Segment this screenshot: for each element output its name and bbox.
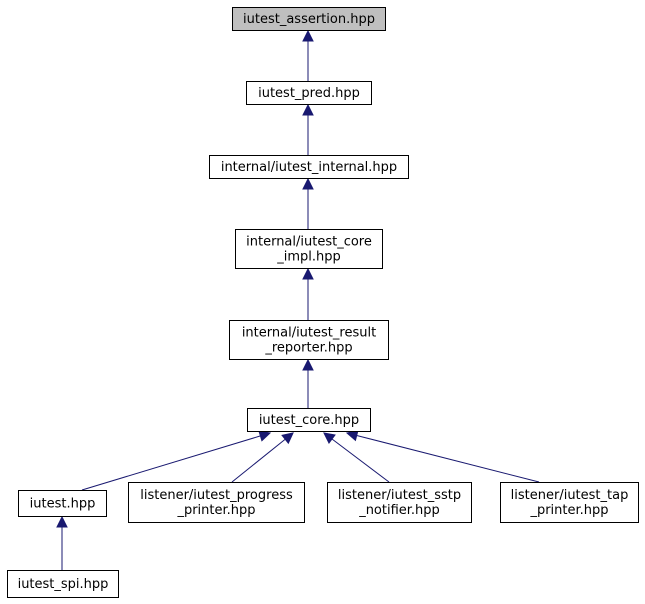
arrowhead-icon — [323, 432, 336, 444]
edge-iutest_sstp_notifier-to-iutest_core — [323, 432, 390, 483]
node-box — [247, 408, 371, 432]
node-box — [18, 490, 107, 517]
arrowhead-icon — [281, 432, 294, 445]
node-iutest-spi[interactable]: iutest_spi.hpp — [7, 570, 119, 598]
node-label: _reporter.hpp — [264, 341, 352, 356]
arrowhead-icon — [302, 267, 314, 280]
node-label: iutest_assertion.hpp — [243, 12, 375, 27]
node-iutest-progress-printer[interactable]: listener/iutest_progress_printer.hpp — [128, 482, 305, 523]
node-iutest-assertion[interactable]: iutest_assertion.hpp — [232, 7, 386, 31]
node-label: _printer.hpp — [529, 503, 608, 518]
arrowhead-icon — [302, 358, 314, 371]
node-label: iutest_pred.hpp — [258, 86, 360, 101]
nodes-layer: iutest_assertion.hpp iutest_pred.hppinter… — [7, 7, 639, 598]
edge-iutest_tap_printer-to-iutest_core — [345, 429, 540, 483]
edge-iutest_spi-to-iutest — [56, 515, 68, 570]
node-label: iutest.hpp — [30, 497, 96, 512]
edge-iutest_internal-to-iutest_pred — [302, 103, 314, 155]
arrowhead-icon — [258, 430, 272, 442]
node-box — [500, 482, 639, 523]
node-label: iutest_spi.hpp — [18, 577, 109, 592]
edge-line — [231, 438, 286, 483]
node-box — [209, 155, 409, 179]
node-label: listener/iutest_sstp — [338, 488, 461, 503]
node-iutest-internal[interactable]: internal/iutest_internal.hpp — [209, 155, 409, 179]
node-label: listener/iutest_tap — [511, 488, 629, 503]
node-label: listener/iutest_progress — [140, 488, 293, 503]
node-box — [327, 482, 472, 523]
arrowhead-icon — [302, 103, 314, 116]
node-label: internal/iutest_result — [242, 326, 376, 341]
edges-layer — [56, 29, 540, 570]
edge-iutest_progress_printer-to-iutest_core — [231, 432, 294, 483]
edge-iutest_core-to-iutest_result_reporter — [302, 358, 314, 408]
node-iutest-result-reporter[interactable]: internal/iutest_result_reporter.hpp — [229, 320, 389, 360]
arrowhead-icon — [302, 177, 314, 190]
node-iutest-pred[interactable]: iutest_pred.hpp — [246, 81, 372, 105]
node-box — [246, 81, 372, 105]
node-box — [229, 320, 389, 360]
arrowhead-icon — [56, 515, 68, 528]
node-box — [7, 570, 119, 598]
node-label: iutest_core.hpp — [259, 413, 359, 428]
node-iutest-core[interactable]: iutest_core.hpp — [247, 408, 371, 432]
node-box — [232, 7, 386, 31]
node-box — [235, 229, 383, 269]
arrowhead-icon — [302, 29, 314, 42]
node-label: _printer.hpp — [176, 503, 255, 518]
edge-line — [331, 438, 390, 483]
arrowhead-icon — [345, 429, 359, 442]
node-iutest-core-impl[interactable]: internal/iutest_core_impl.hpp — [235, 229, 383, 269]
edge-line — [356, 434, 540, 483]
node-iutest-tap-printer[interactable]: listener/iutest_tap_printer.hpp — [500, 482, 639, 523]
edge-iutest_core_impl-to-iutest_internal — [302, 177, 314, 229]
node-box — [128, 482, 305, 523]
edge-iutest_result_reporter-to-iutest_core_impl — [302, 267, 314, 320]
edge-line — [81, 435, 261, 491]
node-label: _notifier.hpp — [358, 503, 440, 518]
node-label: internal/iutest_internal.hpp — [221, 160, 397, 175]
node-label: _impl.hpp — [276, 250, 341, 265]
node-iutest-sstp-notifier[interactable]: listener/iutest_sstp_notifier.hpp — [327, 482, 472, 523]
edge-iutest_pred-to-iutest_assertion — [302, 29, 314, 81]
node-label: internal/iutest_core — [246, 235, 372, 250]
node-iutest[interactable]: iutest.hpp — [18, 490, 107, 517]
edge-iutest-to-iutest_core — [81, 430, 272, 491]
